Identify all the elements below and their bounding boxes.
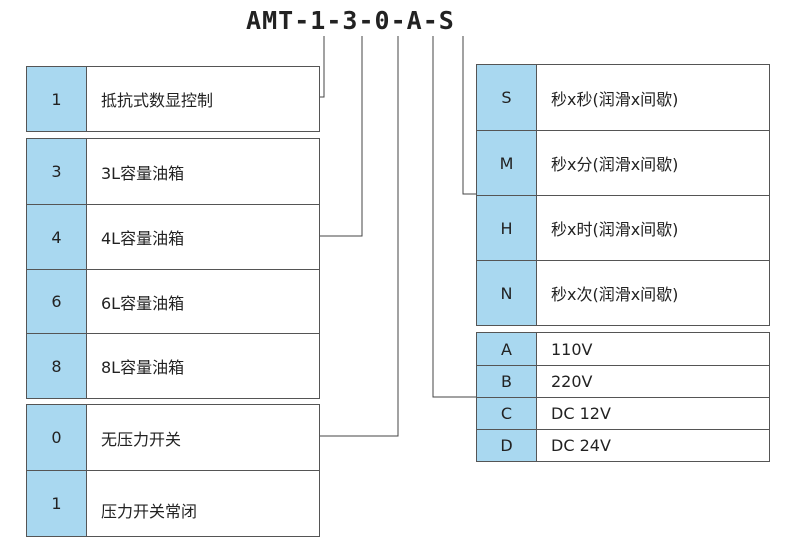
option-label: DC 24V (551, 436, 611, 455)
option-code: N (477, 261, 537, 325)
table-row: 4 4L容量油箱 (27, 204, 319, 269)
table-row: A 110V (477, 333, 769, 365)
table-row: S 秒x秒(润滑x间歇) (477, 65, 769, 130)
option-code: D (477, 430, 537, 461)
code-char: A (406, 6, 423, 35)
table-row: D DC 24V (477, 429, 769, 461)
option-code: A (477, 333, 537, 365)
code-char: - (390, 6, 407, 35)
option-label: 无压力开关 (101, 429, 182, 449)
option-label: 4L容量油箱 (101, 229, 185, 248)
option-code: 4 (27, 205, 87, 269)
table-row: C DC 12V (477, 397, 769, 429)
code-char: 3 (342, 6, 359, 35)
option-label: 抵抗式数显控制 (101, 91, 214, 110)
option-code: 1 (27, 67, 87, 131)
timing-mode-table: S 秒x秒(润滑x间歇) M 秒x分(润滑x间歇) H 秒x时(润滑x间歇) N… (476, 64, 770, 326)
option-label: 秒x时(润滑x间歇) (551, 220, 679, 239)
option-label: 秒x次(润滑x间歇) (551, 285, 679, 304)
code-char: A (246, 6, 263, 35)
connector-voltage (432, 36, 476, 398)
table-row: H 秒x时(润滑x间歇) (477, 195, 769, 260)
option-code: C (477, 398, 537, 429)
code-char: - (326, 6, 343, 35)
model-code: A M T - 1 - 3 - 0 - A - S (246, 6, 455, 36)
table-row: 1 压力开关常闭 (27, 470, 319, 536)
code-char: - (294, 6, 311, 35)
table-row: M 秒x分(润滑x间歇) (477, 130, 769, 195)
option-code: 0 (27, 405, 87, 470)
option-code: B (477, 366, 537, 397)
tank-capacity-table: 3 3L容量油箱 4 4L容量油箱 6 6L容量油箱 8 8L容量油箱 (26, 138, 320, 399)
code-char: T (278, 6, 295, 35)
table-row: N 秒x次(润滑x间歇) (477, 260, 769, 325)
option-label: 6L容量油箱 (101, 293, 185, 313)
option-label: 3L容量油箱 (101, 163, 185, 183)
option-code: 6 (27, 270, 87, 333)
option-code: S (477, 65, 537, 130)
code-char: M (262, 6, 279, 35)
option-label: 110V (551, 339, 593, 359)
code-char: - (422, 6, 439, 35)
table-row: 1 抵抗式数显控制 (27, 67, 319, 131)
table-row: B 220V (477, 365, 769, 397)
voltage-table: A 110V B 220V C DC 12V D DC 24V (476, 332, 770, 462)
table-row: 8 8L容量油箱 (27, 333, 319, 398)
control-type-table: 1 抵抗式数显控制 (26, 66, 320, 132)
pressure-switch-table: 0 无压力开关 1 压力开关常闭 (26, 404, 320, 537)
option-code: H (477, 196, 537, 260)
option-label: 秒x秒(润滑x间歇) (551, 89, 679, 109)
code-char: - (358, 6, 375, 35)
option-code: 1 (27, 471, 87, 536)
option-code: 3 (27, 139, 87, 204)
code-char: 1 (310, 6, 327, 35)
table-row: 0 无压力开关 (27, 405, 319, 470)
connector-switch (318, 36, 399, 437)
option-label: 220V (551, 372, 593, 391)
code-char: 0 (374, 6, 391, 35)
table-row: 3 3L容量油箱 (27, 139, 319, 204)
connector-tank (318, 36, 363, 237)
connector-timing (462, 36, 476, 195)
table-row: 6 6L容量油箱 (27, 269, 319, 333)
option-label: 秒x分(润滑x间歇) (551, 155, 679, 174)
connector-control (318, 36, 325, 98)
option-code: 8 (27, 334, 87, 398)
option-label: DC 12V (551, 404, 611, 423)
option-label: 8L容量油箱 (101, 358, 185, 377)
option-code: M (477, 131, 537, 195)
code-char: S (438, 6, 455, 35)
option-label: 压力开关常闭 (101, 501, 198, 521)
